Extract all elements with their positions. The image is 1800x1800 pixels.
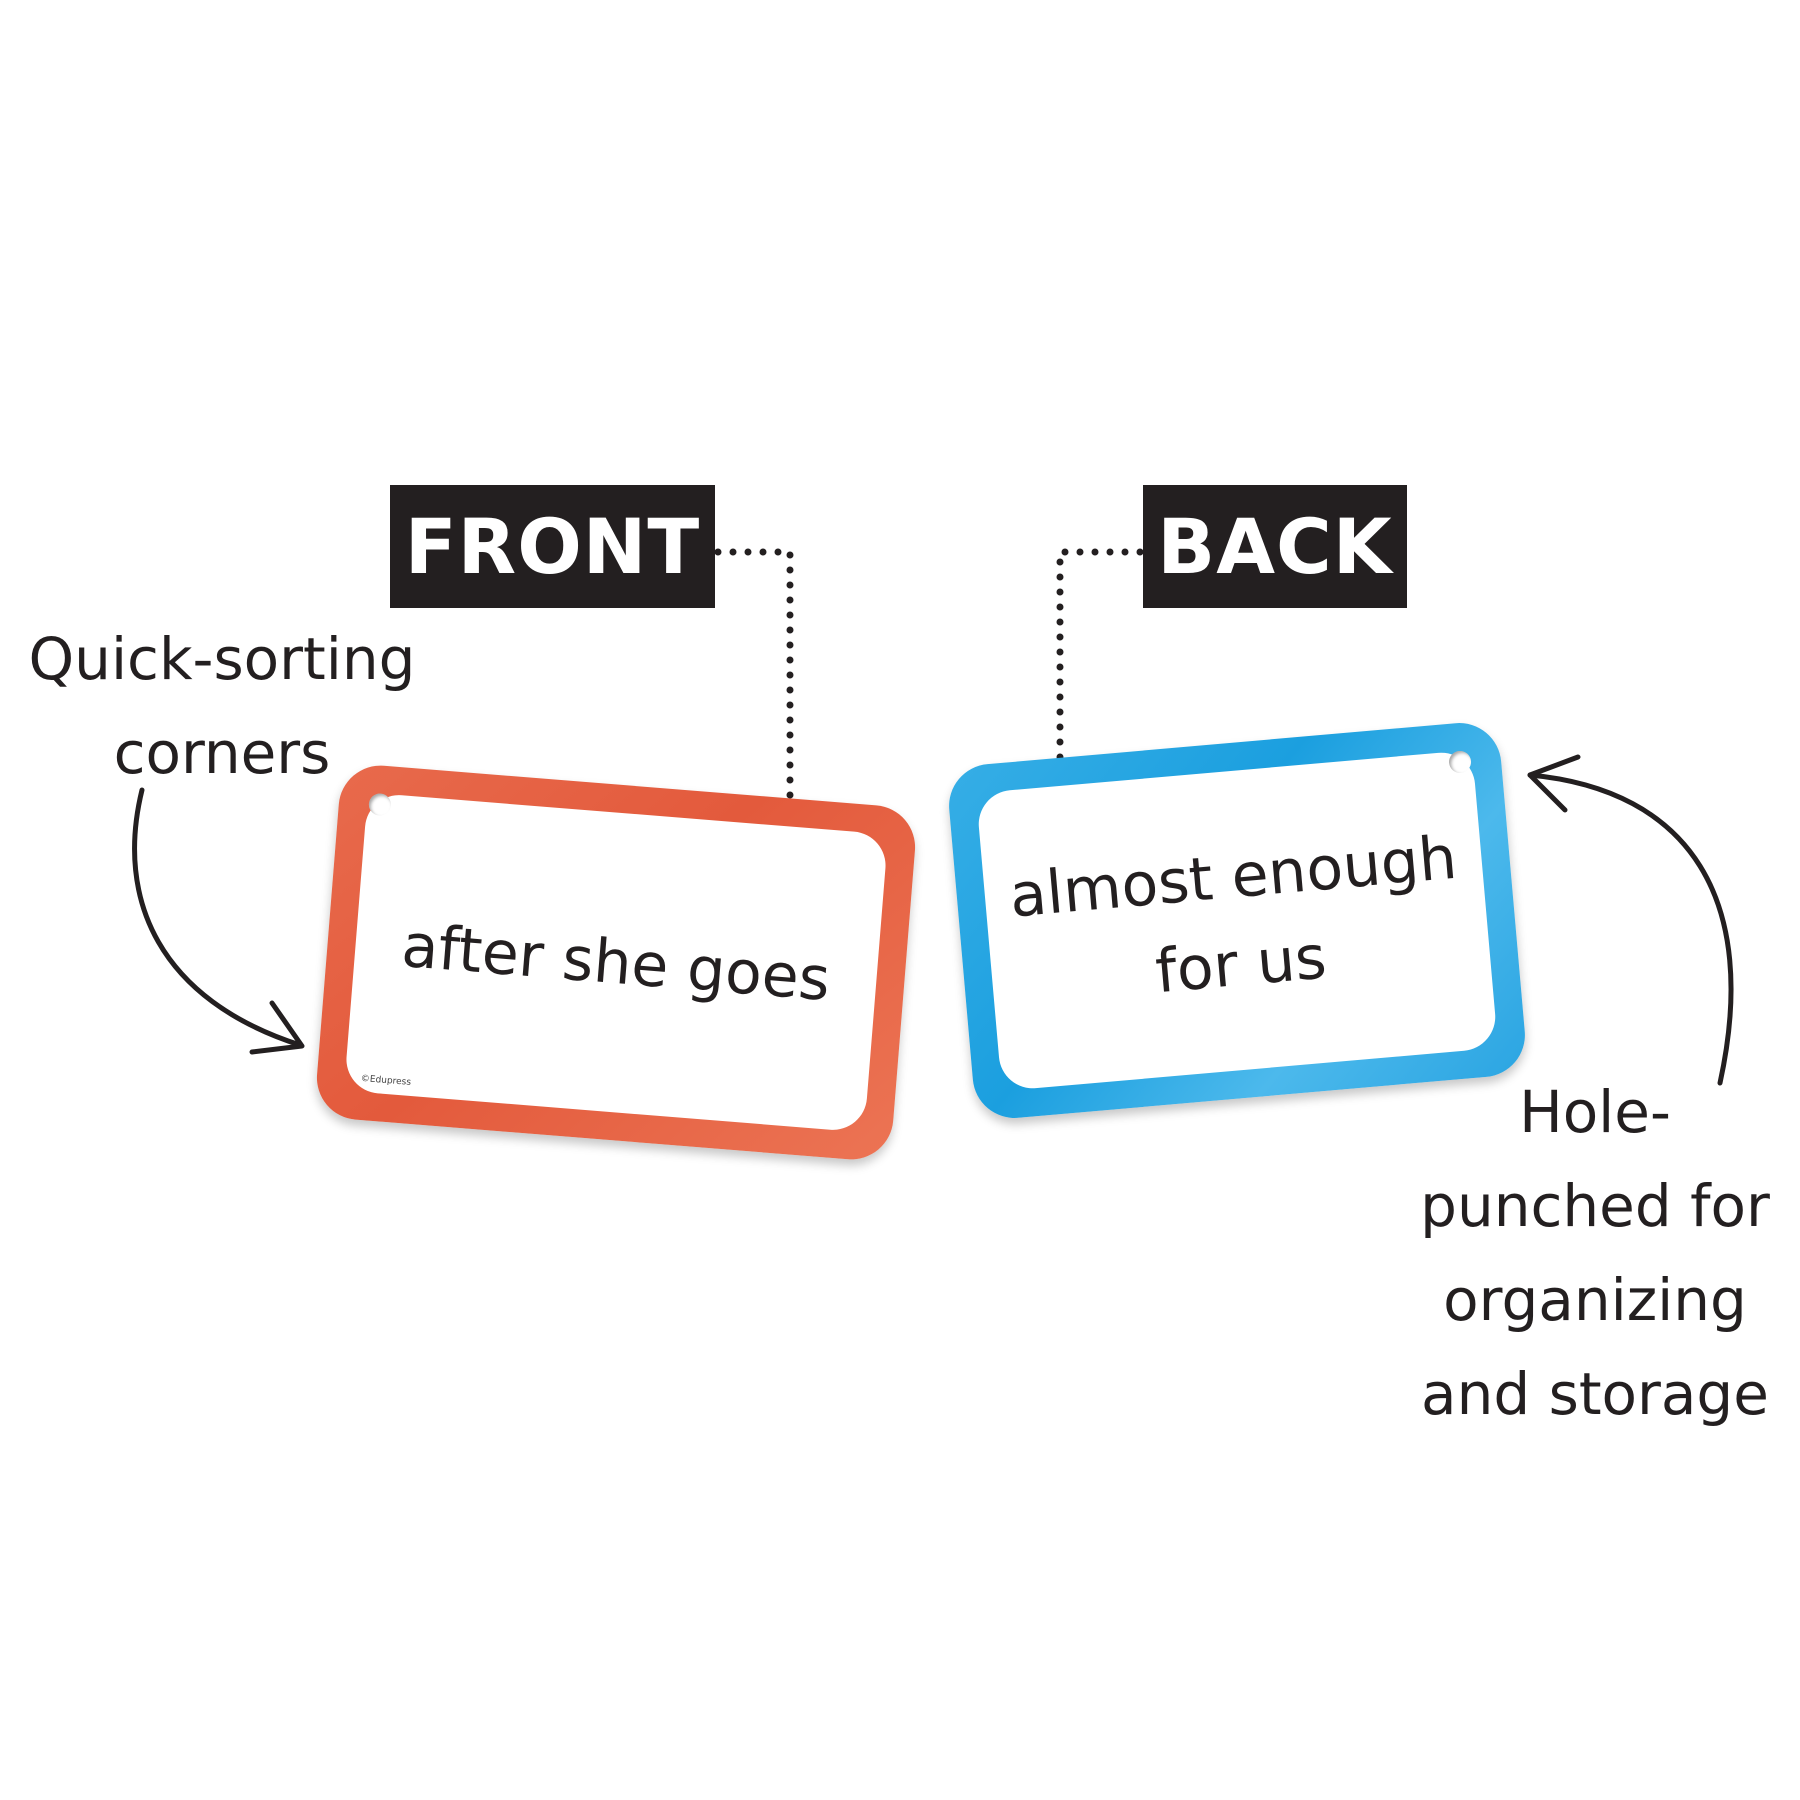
front-dotted-connector — [714, 548, 794, 804]
front-card-text: after she goes — [399, 910, 833, 1015]
corner-arrow-curve — [132, 787, 303, 1048]
callout-left-line-2: corners — [113, 719, 331, 787]
callout-right-line-2: punched for — [1420, 1172, 1770, 1240]
callout-left-line-1: Quick-sorting — [28, 625, 416, 693]
back-dotted-connector — [1056, 548, 1144, 764]
callout-right-line-3: organizing — [1443, 1266, 1747, 1334]
front-label-text: FRONT — [404, 502, 701, 591]
back-flash-card: almost enough for us — [945, 719, 1529, 1122]
front-card-face: after she goes — [343, 792, 889, 1133]
callout-right-line-4: and storage — [1421, 1360, 1769, 1428]
back-label-text: BACK — [1157, 502, 1393, 591]
hole-arrow-head-icon — [1527, 754, 1581, 813]
hole-punched-callout: Hole- punched for organizing and storage — [1395, 1065, 1795, 1441]
back-card-text: almost enough for us — [1006, 822, 1460, 1007]
callout-right-line-1: Hole- — [1519, 1078, 1671, 1146]
back-card-face: almost enough for us — [975, 749, 1499, 1092]
hole-arrow-curve — [1527, 772, 1734, 1086]
front-flash-card: after she goes ©Edupress — [313, 762, 919, 1163]
front-label-tag: FRONT — [390, 485, 715, 608]
quick-sorting-callout: Quick-sorting corners — [12, 612, 432, 800]
corner-arrow-head-icon — [249, 1000, 305, 1055]
back-label-tag: BACK — [1143, 485, 1407, 608]
